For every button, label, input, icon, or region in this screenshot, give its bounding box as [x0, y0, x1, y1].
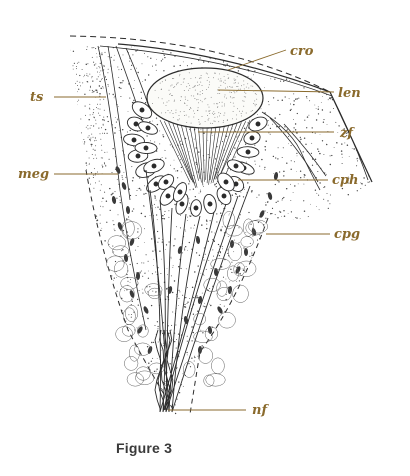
zonule-fibers: [159, 119, 251, 188]
pigment-granules: [111, 166, 279, 354]
label-ts: ts: [30, 90, 44, 105]
cornea-layer: [99, 45, 369, 181]
label-nf: nf: [252, 403, 269, 418]
tentorial-fibers: [97, 45, 327, 331]
tissue-cells: [106, 211, 268, 387]
label-cro: cro: [290, 44, 314, 59]
lens: [146, 67, 264, 129]
leader-lines: [54, 49, 335, 411]
label-meg: meg: [18, 167, 49, 182]
lens-texture: [152, 72, 258, 125]
label-cph: cph: [332, 173, 358, 188]
label-cpg: cpg: [334, 227, 360, 242]
photoreceptor-cells: [123, 101, 268, 217]
label-len: len: [338, 86, 361, 101]
nerve-fibers: [145, 169, 251, 413]
figure-caption: Figure 3: [116, 440, 173, 456]
label-zf: zf: [339, 126, 355, 141]
